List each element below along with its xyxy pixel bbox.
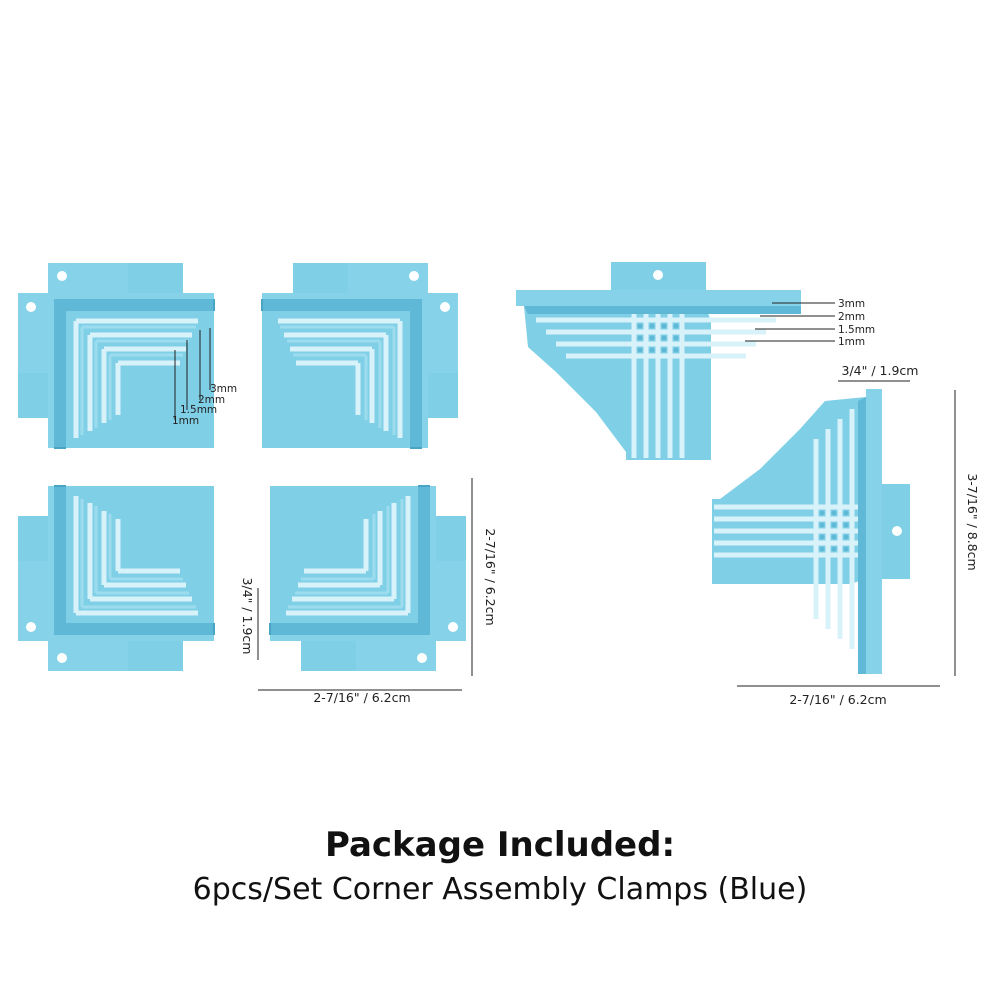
right-label-2mm: 2mm xyxy=(838,311,865,323)
left-height-dimension: 2-7/16" / 6.2cm xyxy=(483,528,498,625)
right-label-1mm: 1mm xyxy=(838,336,865,348)
left-label-1mm: 1mm xyxy=(172,415,199,427)
right-mm-callouts xyxy=(745,302,835,342)
right-depth-dimension: 3/4" / 1.9cm xyxy=(842,363,919,378)
tee-clamp-horizontal xyxy=(516,262,801,460)
caption-title: Package Included: xyxy=(324,825,676,865)
left-dimension-lines xyxy=(257,478,473,691)
right-label-1-5mm: 1.5mm xyxy=(838,324,875,336)
corner-clamp-top-right xyxy=(262,263,458,448)
left-label-3mm: 3mm xyxy=(210,383,237,395)
caption-subtitle: 6pcs/Set Corner Assembly Clamps (Blue) xyxy=(192,872,808,907)
left-mm-callouts xyxy=(174,328,211,420)
left-width-dimension: 2-7/16" / 6.2cm xyxy=(313,690,410,705)
tee-clamp-vertical xyxy=(712,389,910,674)
corner-clamp-bottom-left xyxy=(18,486,214,671)
corner-clamp-bottom-right xyxy=(270,486,466,671)
left-depth-dimension: 3/4" / 1.9cm xyxy=(240,578,255,655)
left-label-2mm: 2mm xyxy=(198,394,225,406)
right-label-3mm: 3mm xyxy=(838,298,865,310)
package-caption: Package Included: 6pcs/Set Corner Assemb… xyxy=(0,822,1000,912)
left-label-1-5mm: 1.5mm xyxy=(180,404,217,416)
right-width-dimension: 2-7/16" / 6.2cm xyxy=(789,692,886,707)
right-height-dimension: 3-7/16" / 8.8cm xyxy=(965,473,980,570)
right-dimension-lines xyxy=(737,380,956,687)
